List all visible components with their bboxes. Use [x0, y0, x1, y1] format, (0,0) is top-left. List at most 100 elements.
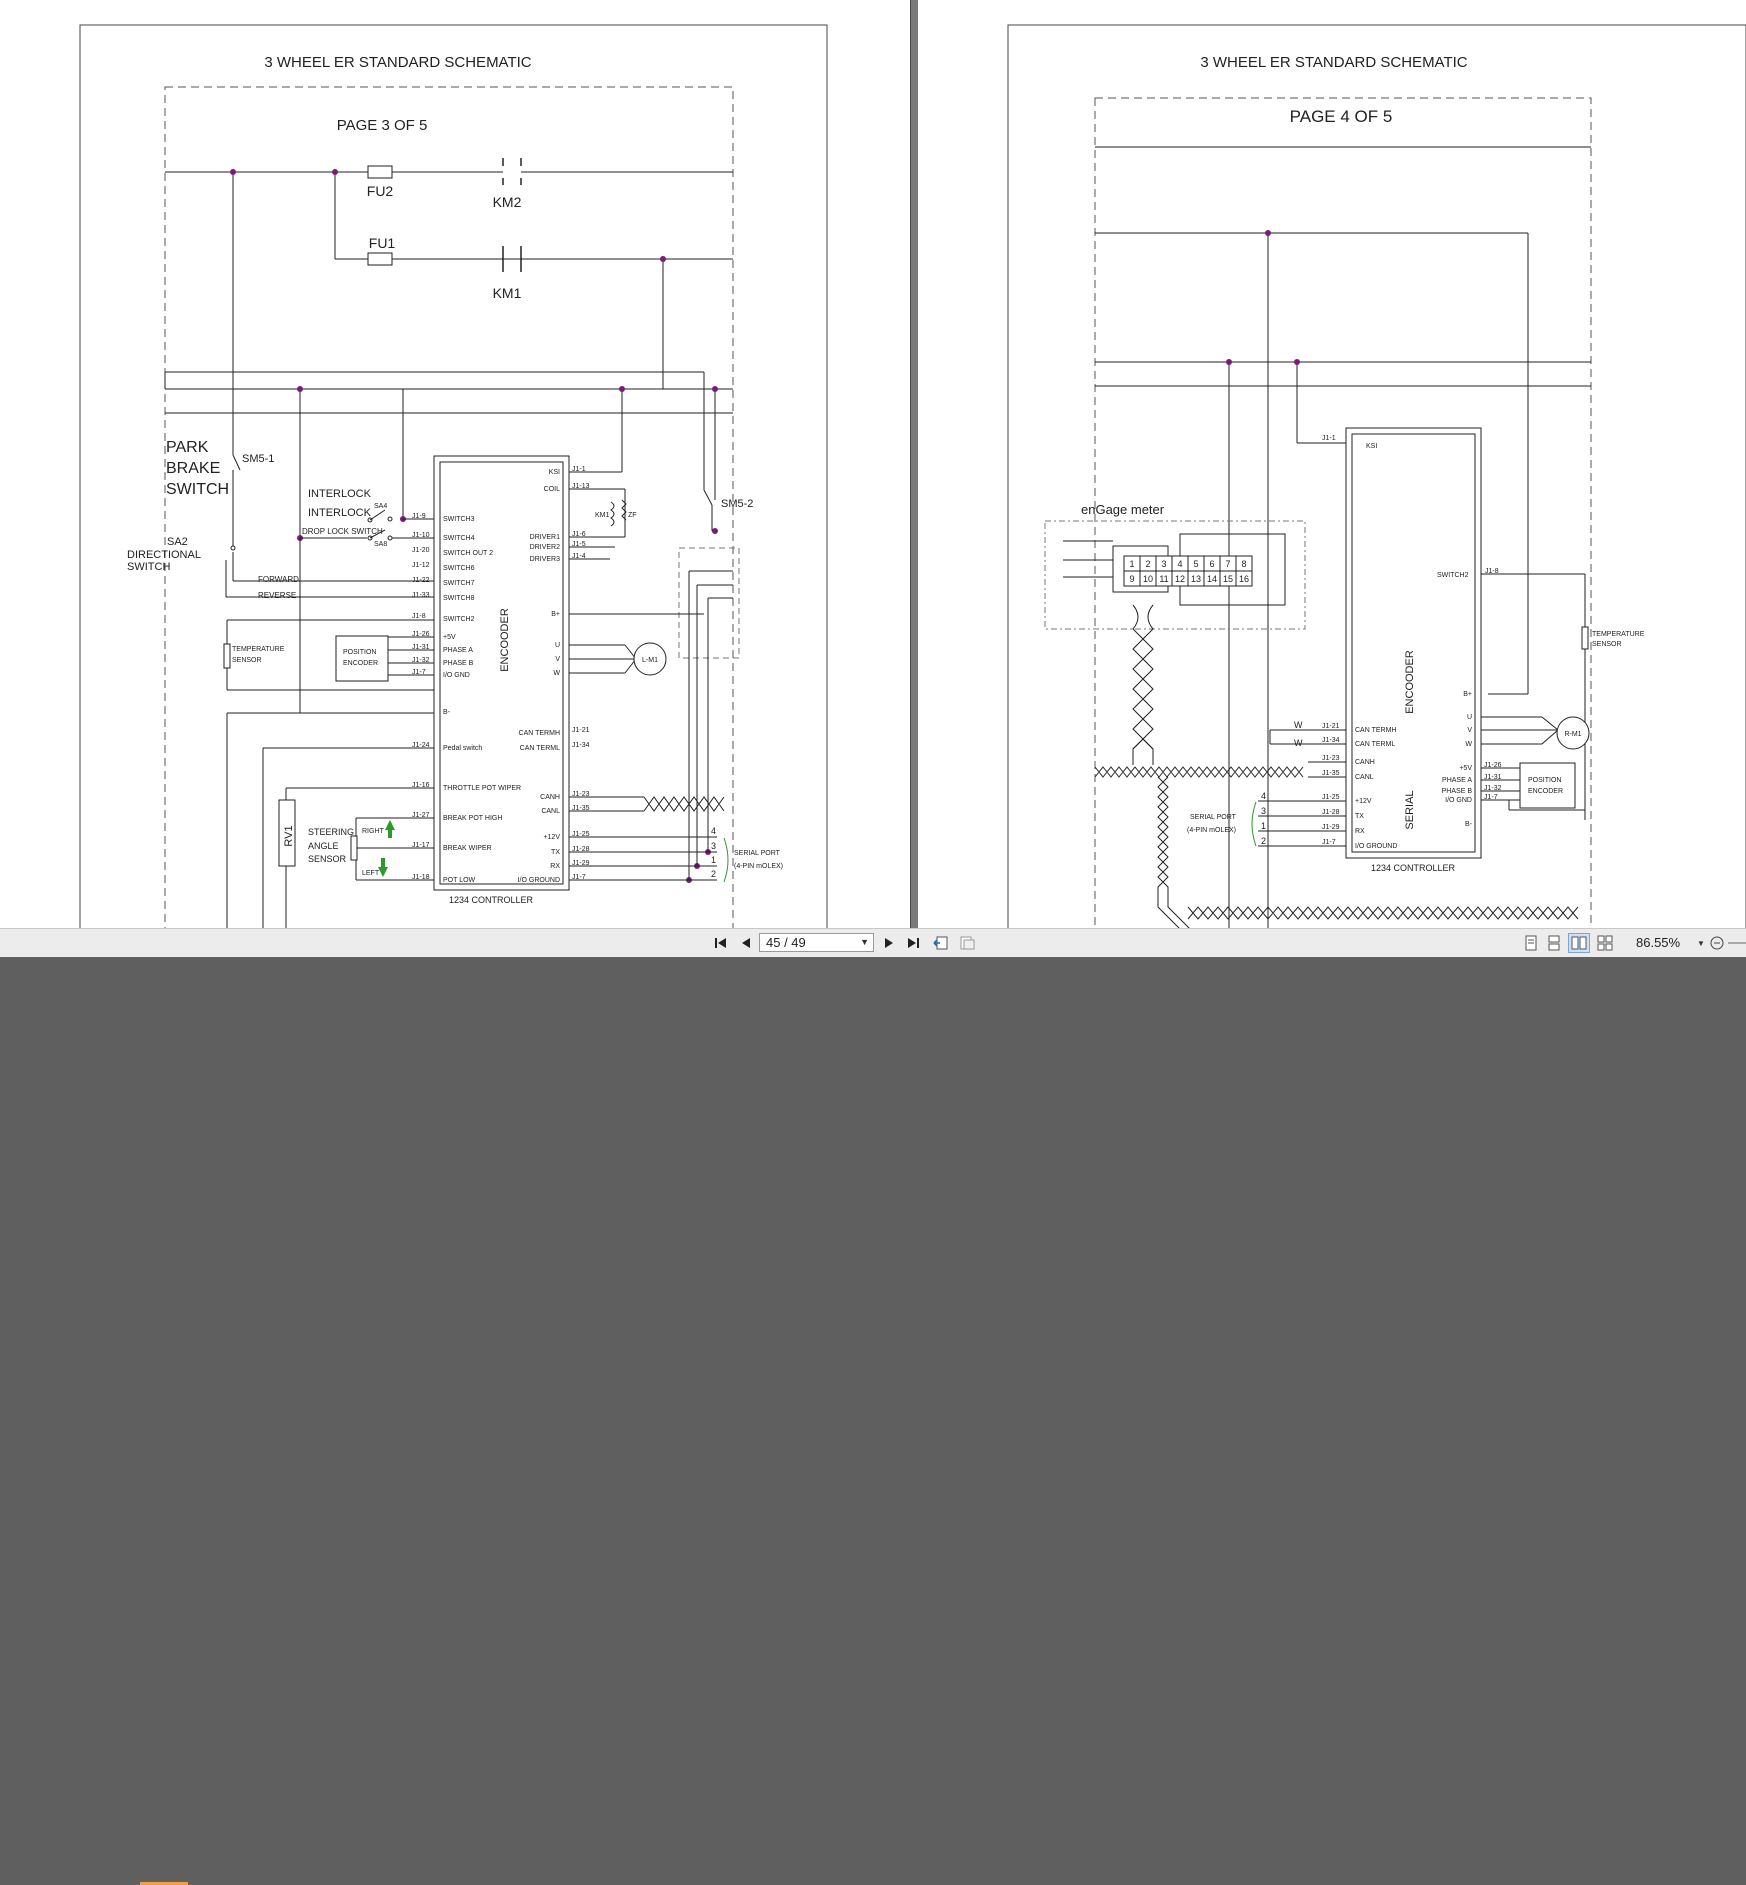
- switch2-label: SWITCH2: [1437, 572, 1469, 579]
- controller-pin-name: Pedal switch: [443, 745, 482, 752]
- connector-pin-number: 7: [1225, 559, 1230, 569]
- two-page-icon[interactable]: [1568, 933, 1590, 953]
- sa2-label: SA2: [167, 536, 188, 548]
- interlock-label-1: INTERLOCK: [308, 488, 372, 500]
- controller-pin-label: J1-25: [572, 831, 590, 838]
- right-label: RIGHT: [362, 828, 385, 835]
- controller-pin-name: W: [553, 670, 560, 677]
- connector-pin-number: 11: [1159, 574, 1168, 584]
- controller-pin-label: J1-28: [1322, 809, 1340, 816]
- controller-pin-label: J1-17: [412, 842, 430, 849]
- document-viewer[interactable]: 3 WHEEL ER STANDARD SCHEMATIC PAGE 3 OF …: [0, 0, 1746, 928]
- page-number-field[interactable]: 45 / 49 ▼: [759, 933, 874, 952]
- controller-pin-label: J1-35: [572, 805, 590, 812]
- right-serial-pin-1: 1: [1261, 821, 1266, 831]
- right-arrow-icon: [385, 820, 395, 830]
- controller-pin-name: I/O GND: [1445, 797, 1472, 804]
- last-page-icon[interactable]: [904, 933, 922, 953]
- connector-pin-number: 2: [1145, 559, 1150, 569]
- km1-label: KM1: [493, 285, 522, 301]
- controller-pin-label: J1-27: [412, 812, 430, 819]
- controller-pin-name: SWITCH2: [443, 616, 475, 623]
- connector-pin-number: 8: [1241, 559, 1246, 569]
- chevron-down-icon[interactable]: ▼: [860, 937, 869, 947]
- park-brake-label-2: BRAKE: [166, 460, 220, 477]
- controller-pin-label: J1-21: [1322, 723, 1340, 730]
- connector-pin-number: 12: [1175, 574, 1185, 584]
- controller-pin-name: SWITCH4: [443, 535, 475, 542]
- first-page-icon[interactable]: [712, 933, 730, 953]
- zoom-slider[interactable]: [1728, 933, 1746, 953]
- previous-view-icon[interactable]: [932, 933, 950, 953]
- controller-pin-label: J1-28: [572, 846, 590, 853]
- fu1-label: FU1: [369, 235, 396, 251]
- controller-pin-label: J1-22: [412, 577, 430, 584]
- controller-pin-name: B+: [551, 611, 560, 618]
- controller-pin-name: U: [1467, 714, 1472, 721]
- w2-label: W: [1294, 738, 1303, 748]
- switch2-pin-label: J1-8: [1485, 568, 1499, 575]
- zf-label: ZF: [628, 512, 637, 519]
- controller-pin-label: J1-20: [412, 547, 430, 554]
- single-page-icon[interactable]: [1522, 933, 1540, 953]
- controller-pin-name: RX: [1355, 828, 1365, 835]
- controller-pin-label: J1-7: [1484, 794, 1498, 801]
- connector-pin-number: 5: [1193, 559, 1198, 569]
- park-brake-label-3: SWITCH: [166, 481, 229, 498]
- controller-pin-name: V: [1467, 727, 1472, 734]
- controller-pin-label: J1-33: [412, 592, 430, 599]
- interlock-label-2: INTERLOCK: [308, 507, 372, 519]
- sm5-1-label: SM5-1: [242, 453, 274, 465]
- reverse-label: REVERSE: [258, 591, 296, 600]
- two-page-continuous-icon[interactable]: [1594, 933, 1616, 953]
- left-page-label: PAGE 3 OF 5: [337, 117, 428, 134]
- serial-port-label-right-2: (4-PIN mOLEX): [1187, 827, 1236, 834]
- serial-port-label-right: SERIAL PORT: [1190, 814, 1237, 821]
- controller-pin-name: B+: [1463, 691, 1472, 698]
- sa8-label: SA8: [374, 541, 387, 548]
- controller-pin-label: J1-6: [572, 531, 586, 538]
- controller-pin-name: B-: [443, 709, 451, 716]
- controller-pin-name: V: [555, 656, 560, 663]
- controller-pin-name: CANH: [1355, 759, 1375, 766]
- previous-page-icon[interactable]: [738, 933, 754, 953]
- right-page-label: PAGE 4 OF 5: [1290, 107, 1393, 126]
- controller-pin-label: J1-7: [412, 669, 426, 676]
- zoom-out-icon[interactable]: [1708, 933, 1726, 953]
- next-view-icon[interactable]: [958, 933, 976, 953]
- controller-pin-label: J1-8: [412, 613, 426, 620]
- controller-pin-label: J1-10: [412, 532, 430, 539]
- controller-pin-name: CAN TERMH: [1355, 727, 1396, 734]
- steering-label-2: ANGLE: [308, 841, 339, 851]
- encoder-label: ENCOODER: [499, 608, 511, 672]
- left-label: LEFT: [362, 870, 380, 877]
- zoom-dropdown-icon[interactable]: ▼: [1697, 938, 1705, 948]
- km1-coil-label: KM1: [595, 512, 610, 519]
- controller-pin-label: J1-9: [412, 513, 426, 520]
- sm5-2-label: SM5-2: [721, 498, 753, 510]
- controller-pin-label: J1-29: [1322, 824, 1340, 831]
- controller-pin-name: BREAK WIPER: [443, 845, 492, 852]
- motor-label-right: R-M1: [1564, 731, 1581, 738]
- continuous-page-icon[interactable]: [1545, 933, 1563, 953]
- zoom-level[interactable]: 86.55%: [1636, 935, 1681, 950]
- controller-pin-name: CAN TERMH: [519, 730, 560, 737]
- controller-pin-name: DRIVER2: [530, 544, 560, 551]
- controller-pin-name: CAN TERML: [1355, 741, 1395, 748]
- connector-pin-number: 3: [1161, 559, 1166, 569]
- controller-label-right: 1234 CONTROLLER: [1371, 863, 1456, 873]
- controller-pin-name: I/O GROUND: [518, 877, 560, 884]
- right-page-title: 3 WHEEL ER STANDARD SCHEMATIC: [1200, 54, 1467, 71]
- serial-port-label: SERIAL PORT: [734, 850, 781, 857]
- controller-pin-name: TX: [551, 849, 560, 856]
- next-page-icon[interactable]: [881, 933, 897, 953]
- ksi-pin-label: J1-1: [1322, 435, 1336, 442]
- steering-label-3: SENSOR: [308, 854, 347, 864]
- serial-pin-3: 3: [711, 841, 716, 851]
- connector-pin-number: 13: [1191, 574, 1201, 584]
- controller-pin-label: J1-23: [1322, 755, 1340, 762]
- serial-label: SERIAL: [1404, 790, 1416, 829]
- serial-pin-1: 1: [711, 855, 716, 865]
- controller-pin-name: U: [555, 642, 560, 649]
- controller-pin-name: PHASE A: [1442, 777, 1472, 784]
